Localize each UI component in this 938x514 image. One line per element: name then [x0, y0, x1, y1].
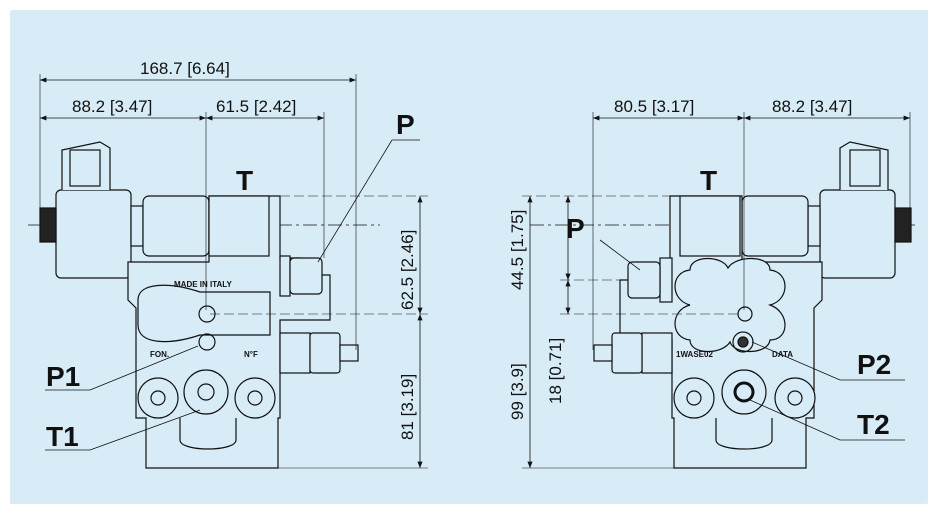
right-solenoid-coil	[819, 189, 896, 279]
marking-nf: N°F	[244, 350, 258, 359]
port-label-t1: T1	[46, 421, 79, 452]
port-label-t2: T2	[857, 409, 890, 440]
right-adjuster-screw	[593, 344, 613, 362]
dim-upper-height: 62.5 [2.46]	[398, 230, 417, 310]
left-port-inner-1	[150, 390, 166, 406]
right-port-inner-2	[733, 381, 755, 403]
right-port-circle-3	[774, 377, 816, 419]
left-p-fitting-base	[279, 255, 291, 297]
right-tube-nut	[741, 195, 809, 257]
leader-p-right	[599, 239, 641, 271]
dim-p-height: 44.5 [1.75]	[508, 210, 527, 290]
right-cavity	[674, 257, 786, 353]
left-cavity-screw-lower	[198, 333, 216, 351]
left-tube-nut	[142, 195, 210, 257]
leader-t2	[749, 399, 841, 441]
right-port-circle-2	[721, 369, 767, 415]
right-p-fitting	[627, 261, 661, 299]
right-p2-port-inner	[737, 336, 749, 348]
dim-overall-width: 168.7 [6.64]	[140, 59, 230, 78]
left-coil-nut	[39, 207, 57, 243]
dim-left-width: 88.2 [3.47]	[72, 97, 152, 116]
left-port-inner-2	[197, 383, 215, 401]
right-p-fitting-base	[659, 257, 673, 303]
dim-total-height: 99 [3.9]	[508, 363, 527, 420]
dim-right-width: 88.2 [3.47]	[772, 97, 852, 116]
left-view	[28, 74, 428, 469]
leader-t1	[89, 409, 201, 451]
port-label-t-left: T	[236, 165, 253, 196]
right-adjuster-base	[641, 332, 673, 374]
left-adjuster-screw	[339, 344, 359, 362]
leader-p-left	[317, 139, 393, 263]
left-port-circle-2	[183, 369, 229, 415]
left-p-fitting	[289, 257, 323, 295]
leader-p1	[89, 345, 199, 391]
dim-right-offset: 80.5 [3.17]	[614, 97, 694, 116]
left-port-circle-3	[234, 377, 276, 419]
left-port-circle-1	[137, 377, 179, 419]
right-t-port-boss	[679, 195, 741, 257]
right-port-circle-1	[673, 377, 715, 419]
dim-p2-offset: 18 [0.71]	[546, 338, 565, 404]
left-adjuster-base	[279, 332, 311, 374]
dim-lower-height: 81 [3.19]	[398, 374, 417, 440]
right-adjuster-nut	[611, 332, 643, 374]
port-label-p-left: P	[396, 109, 415, 140]
marking-fon: FON.	[150, 350, 169, 359]
left-coil-tube	[130, 205, 144, 247]
port-label-p2: P2	[857, 349, 891, 380]
port-label-p-right: P	[566, 213, 585, 244]
left-cavity	[137, 284, 271, 343]
right-foot	[715, 418, 773, 450]
right-coil-nut	[894, 207, 912, 243]
port-label-t-right: T	[700, 165, 717, 196]
dim-port-offset: 61.5 [2.42]	[216, 97, 296, 116]
right-port-inner-1	[686, 390, 702, 406]
marking-data: DATA	[772, 350, 793, 359]
left-connector-body	[69, 149, 101, 187]
left-t-port-boss	[208, 195, 270, 257]
marking-model: 1WASE02	[676, 350, 713, 359]
marking-made-in-italy: MADE IN ITALY	[174, 280, 232, 289]
port-label-p1: P1	[46, 361, 80, 392]
left-foot	[179, 418, 237, 450]
right-view	[522, 112, 915, 469]
left-solenoid-coil	[55, 189, 132, 279]
right-port-inner-3	[787, 390, 803, 406]
left-adjuster-nut	[309, 332, 341, 374]
right-connector-body	[849, 149, 881, 187]
left-port-inner-3	[247, 390, 263, 406]
leader-p2	[751, 341, 841, 381]
right-coil-tube	[807, 205, 821, 247]
